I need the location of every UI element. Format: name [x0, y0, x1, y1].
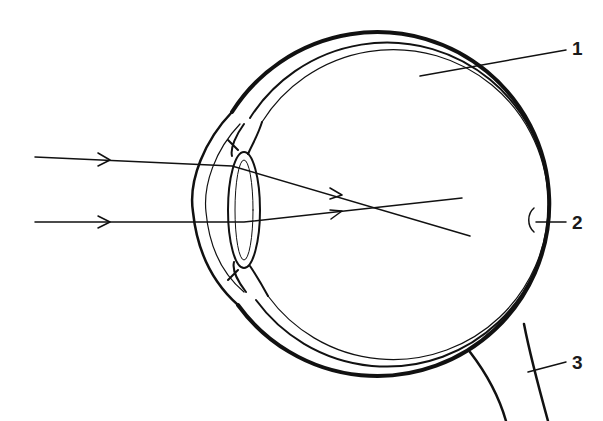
fovea [529, 208, 534, 232]
light-ray [35, 157, 470, 236]
callout-number: 2 [572, 213, 583, 232]
iris [228, 124, 246, 292]
leader-line [528, 362, 566, 372]
leader-line [536, 221, 566, 223]
callout-number: 1 [572, 39, 583, 58]
ray-arrowhead [98, 153, 342, 228]
ciliary-body [248, 122, 268, 296]
lens-inner [235, 160, 253, 260]
sclera [232, 32, 549, 376]
leader-line [420, 50, 566, 76]
callout-number: 3 [572, 353, 583, 372]
optic-nerve [470, 324, 548, 421]
light-ray [35, 198, 462, 222]
